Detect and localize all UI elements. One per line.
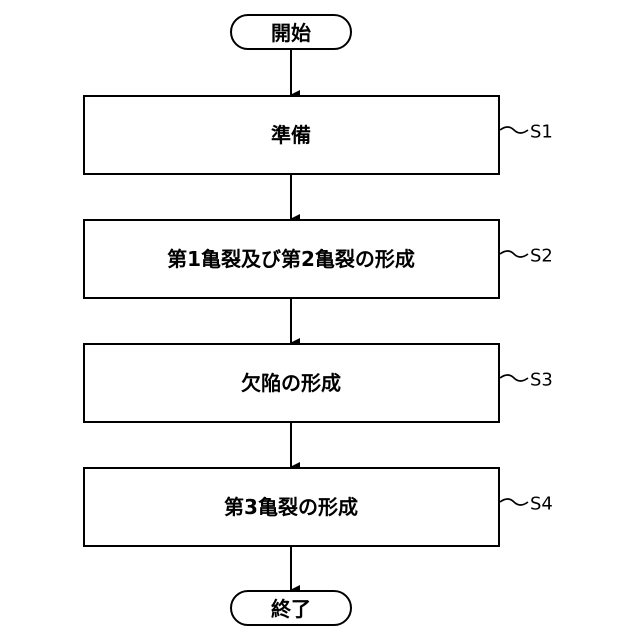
- start-terminal: 開始: [231, 15, 351, 49]
- step-s3-id: S3: [530, 370, 553, 391]
- end-label: 終了: [271, 597, 311, 621]
- step-s2-leader: [500, 251, 528, 257]
- step-s2: 第1亀裂及び第2亀裂の形成 S2: [84, 220, 553, 298]
- step-s4-id: S4: [530, 494, 553, 515]
- step-s3-label: 欠陥の形成: [241, 371, 341, 395]
- end-terminal: 終了: [231, 591, 351, 625]
- step-s2-label: 第1亀裂及び第2亀裂の形成: [167, 247, 415, 271]
- step-s4-label: 第3亀裂の形成: [224, 495, 358, 519]
- step-s4: 第3亀裂の形成 S4: [84, 468, 553, 546]
- step-s2-id: S2: [530, 246, 553, 267]
- step-s1-label: 準備: [271, 123, 311, 147]
- step-s1-leader: [500, 127, 528, 133]
- step-s4-leader: [500, 499, 528, 505]
- start-label: 開始: [271, 21, 311, 45]
- step-s3-leader: [500, 375, 528, 381]
- step-s1: 準備 S1: [84, 96, 553, 174]
- step-s1-id: S1: [530, 122, 553, 143]
- step-s3: 欠陥の形成 S3: [84, 344, 553, 422]
